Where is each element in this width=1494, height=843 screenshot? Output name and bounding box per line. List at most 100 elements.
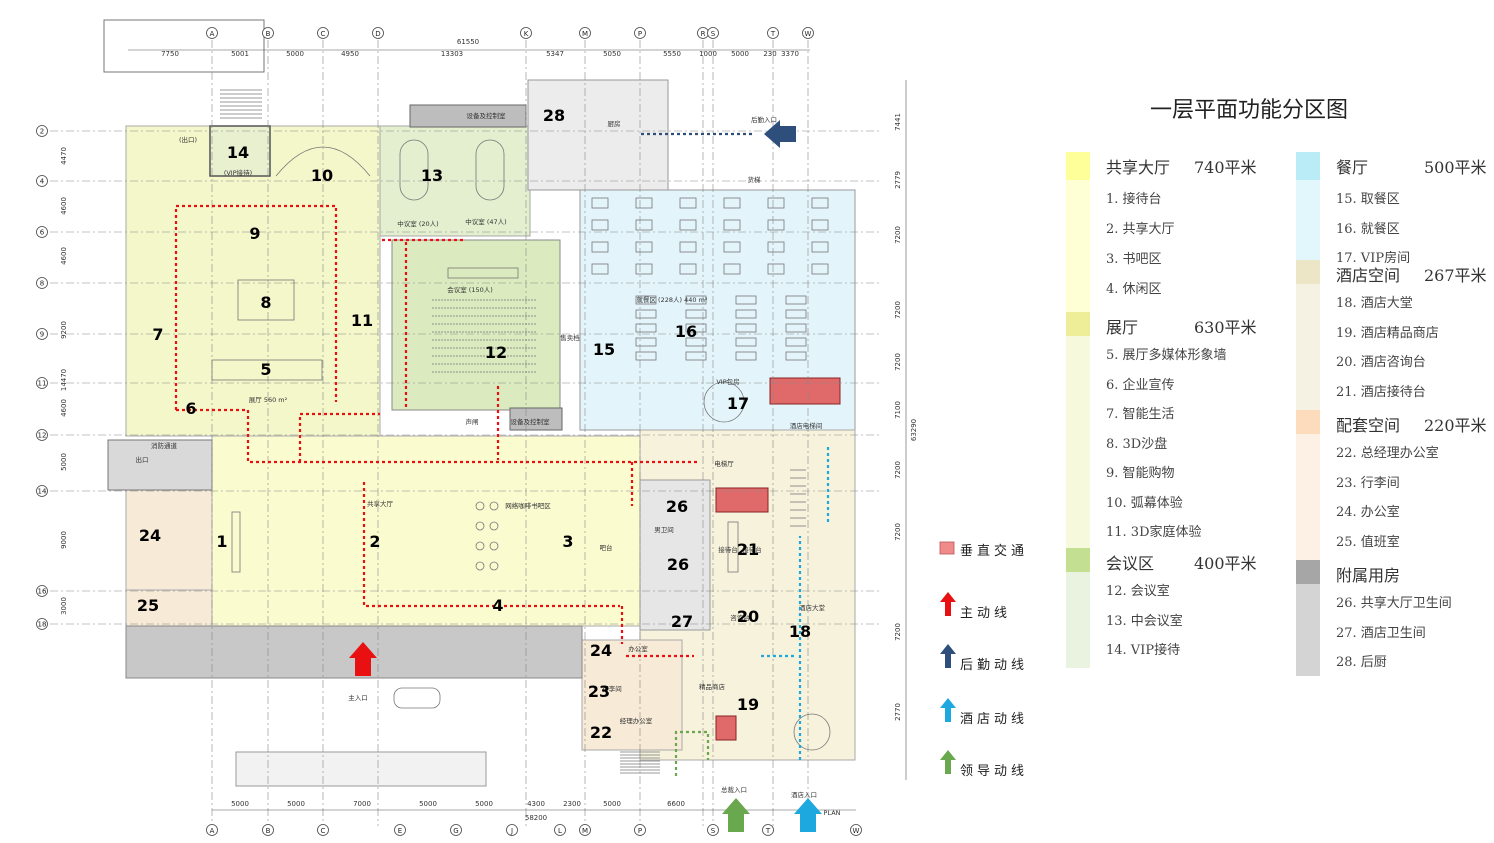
grid-bubble <box>634 27 646 39</box>
dimension-label: 3000 <box>60 597 68 615</box>
grid-bubble <box>850 824 862 836</box>
dimension-label: 4600 <box>60 247 68 265</box>
zone-exhibition <box>125 125 381 437</box>
outer-wall-top <box>103 19 265 73</box>
legend-category-name: 会议区 <box>1106 554 1155 573</box>
dimension-label: 230 <box>763 50 776 58</box>
dimension-label: 5000 <box>603 800 621 808</box>
dimension-label: 5000 <box>60 453 68 471</box>
grid-bubble-label: S <box>711 827 716 835</box>
grid-bubble <box>450 824 462 836</box>
dining-table <box>679 263 697 275</box>
grid-bubble-label: 6 <box>40 229 45 237</box>
grid-bubble <box>554 824 566 836</box>
legend-category-area: 267平米 <box>1424 266 1487 285</box>
dimension-label: 6600 <box>667 800 685 808</box>
grid-bubble <box>372 27 384 39</box>
dining-table <box>685 295 707 305</box>
room-label: 展厅 560 m² <box>249 396 288 404</box>
legend-item: 11. 3D家庭体验 <box>1106 525 1202 540</box>
zone-number: 21 <box>737 540 759 559</box>
zone-kitchen <box>527 79 669 191</box>
dining-table <box>723 241 741 253</box>
entry-arrows <box>349 120 822 832</box>
room-label: 酒店电梯间 <box>790 421 823 430</box>
grid-bubble-label: B <box>266 30 271 38</box>
zone-office <box>125 489 213 591</box>
zone-number: 23 <box>588 682 610 701</box>
dimension-label: 7441 <box>894 113 902 131</box>
dining-table <box>767 219 785 231</box>
grid-bubble <box>707 27 719 39</box>
zone-number: 9 <box>249 224 260 243</box>
cafe-table <box>475 521 485 531</box>
dimension-label: 7100 <box>894 401 902 419</box>
legend-tint-bar <box>1296 434 1320 560</box>
cafe-table <box>489 521 499 531</box>
room-label: 售卖档 <box>560 333 580 342</box>
legend-color-bar <box>1066 152 1090 180</box>
dimension-label: 3370 <box>781 50 799 58</box>
grid-bubble-label: 18 <box>38 621 47 629</box>
room-label: PLAN <box>824 809 841 817</box>
dining-table <box>685 351 707 361</box>
main-flow-line <box>298 412 380 462</box>
flow-lines <box>174 132 830 776</box>
page-title: 一层平面功能分区图 <box>1150 98 1349 123</box>
zone-number: 4 <box>492 596 503 615</box>
dimension-label: 2770 <box>894 703 902 721</box>
grid-bubble <box>36 226 48 238</box>
zone-number: 11 <box>351 311 373 330</box>
dining-table <box>735 351 757 361</box>
legend-color-bar <box>1296 152 1320 180</box>
grid-bubble <box>634 824 646 836</box>
flow-key-label: 主动线 <box>960 606 1012 621</box>
dimension-label: 1000 <box>699 50 717 58</box>
dining-table <box>685 323 707 333</box>
room-label: 经理办公室 <box>620 716 653 725</box>
grid-bubble-label: E <box>398 827 402 835</box>
grid-bubble <box>36 277 48 289</box>
equipment-room-2 <box>509 407 563 431</box>
dimension-label: 9000 <box>60 531 68 549</box>
legend-color-bar <box>1296 410 1320 434</box>
room-label: 行李间 <box>602 684 622 693</box>
flow-arrow-icon <box>940 592 956 616</box>
elevator-lobby <box>715 487 769 513</box>
zone-number: 6 <box>185 399 196 418</box>
dimension-label: 4600 <box>60 197 68 215</box>
dining-table <box>591 197 609 209</box>
legend-item: 27. 酒店卫生间 <box>1336 625 1426 641</box>
grid-bubble-label: P <box>638 827 642 835</box>
cafe-table <box>475 501 485 511</box>
cafe-table <box>489 541 499 551</box>
legend-item: 8. 3D沙盘 <box>1106 436 1168 452</box>
legend-category-area: 220平米 <box>1424 416 1487 435</box>
grid-bubble <box>767 27 779 39</box>
grid-bubble-label: M <box>582 827 588 835</box>
dining-table <box>635 197 653 209</box>
flow-arrow-icon <box>940 750 956 774</box>
cafe-table <box>475 561 485 571</box>
grid-bubble <box>317 27 329 39</box>
room-label: 设备及控制室 <box>467 111 507 120</box>
legend-item: 19. 酒店精品商店 <box>1336 325 1439 341</box>
stage <box>447 267 519 279</box>
grid-bubble-label: P <box>638 30 642 38</box>
grid-bubble <box>317 824 329 836</box>
cafe-table <box>489 561 499 571</box>
dining-table <box>735 309 757 319</box>
room-label: (VIP接待) <box>224 168 252 177</box>
media-wall <box>211 359 323 381</box>
room-label: (出口) <box>179 135 197 144</box>
grid-bubble-label: 8 <box>40 280 44 288</box>
car <box>393 687 441 709</box>
room-label: 咨询台 <box>730 613 750 622</box>
dimension-label: 7200 <box>894 461 902 479</box>
dining-table <box>635 323 657 333</box>
dimension-label: 5000 <box>419 800 437 808</box>
vip-room <box>209 125 271 177</box>
